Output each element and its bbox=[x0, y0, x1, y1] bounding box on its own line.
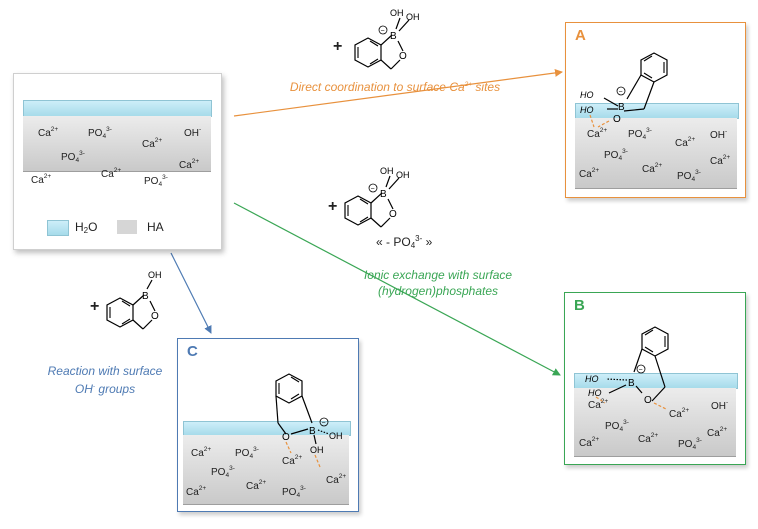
ca-ion: Ca2+ bbox=[179, 158, 200, 171]
direct-coordination-caption: Direct coordination to surface Ca2+ site… bbox=[289, 80, 501, 94]
ca-ion: Ca2+ bbox=[326, 473, 347, 486]
adsorbed-boronate-a: B O HO HO − bbox=[580, 52, 668, 128]
svg-text:O: O bbox=[151, 311, 159, 322]
svg-text:OH: OH bbox=[329, 431, 343, 441]
ca-ion: Ca2+ bbox=[142, 137, 163, 150]
ca-ion: Ca2+ bbox=[638, 432, 659, 445]
ca-ion: Ca2+ bbox=[282, 454, 303, 467]
product-box-a: A B O HO HO − Ca2+ PO43- OH- Ca2+ PO43- … bbox=[565, 22, 746, 198]
ca-ion: Ca2+ bbox=[191, 446, 212, 459]
ha-layer bbox=[575, 118, 737, 189]
ca-ion: Ca2+ bbox=[710, 154, 731, 167]
po4-ion: PO43- bbox=[144, 174, 168, 188]
box-b-label: B bbox=[574, 297, 585, 314]
po4-ion: PO43- bbox=[235, 446, 259, 460]
po4-ion: PO43- bbox=[605, 419, 629, 433]
phosphate-released-label: « - PO43- » bbox=[376, 234, 433, 250]
boronate-reagent-middle: B O OH OH − bbox=[344, 166, 410, 228]
plus-sign: + bbox=[328, 198, 338, 215]
svg-text:B: B bbox=[142, 291, 149, 302]
svg-text:B: B bbox=[618, 102, 625, 113]
svg-text:OH: OH bbox=[380, 166, 394, 176]
svg-text:HO: HO bbox=[588, 388, 602, 398]
ca-ion: Ca2+ bbox=[707, 426, 728, 439]
ca-ion: Ca2+ bbox=[669, 407, 690, 420]
svg-text:−: − bbox=[639, 367, 643, 374]
oh-ion: OH- bbox=[710, 128, 728, 141]
legend-ha-swatch bbox=[117, 220, 137, 234]
ca-ion: Ca2+ bbox=[246, 479, 267, 492]
adsorbed-boronate-b: B O HO HO − bbox=[585, 326, 669, 410]
po4-ion: PO43- bbox=[211, 465, 235, 479]
legend-water-label: H2O bbox=[75, 220, 98, 235]
ha-layer bbox=[183, 435, 349, 505]
svg-text:−: − bbox=[322, 420, 326, 427]
svg-text:O: O bbox=[282, 432, 290, 443]
svg-text:O: O bbox=[389, 209, 397, 220]
svg-text:B: B bbox=[390, 31, 397, 42]
direct-coordination-arrow bbox=[233, 68, 563, 117]
ionic-exchange-arrow bbox=[233, 202, 561, 376]
svg-text:−: − bbox=[381, 28, 385, 35]
benzoxaborole-reagent: B O OH bbox=[106, 270, 162, 330]
ca-ion: Ca2+ bbox=[579, 167, 600, 180]
oh-ion: OH- bbox=[711, 399, 729, 412]
po4-ion: PO43- bbox=[628, 127, 652, 141]
oh-ion: OH- bbox=[184, 126, 202, 139]
svg-text:OH: OH bbox=[148, 270, 162, 280]
po4-ion: PO43- bbox=[677, 169, 701, 183]
oh-reaction-caption: Reaction with surface OH- groups bbox=[47, 364, 163, 396]
svg-text:HO: HO bbox=[580, 90, 594, 100]
ionic-exchange-caption: Ionic exchange with surface (hydrogen)ph… bbox=[363, 268, 513, 298]
svg-text:OH: OH bbox=[406, 12, 420, 22]
box-c-label: C bbox=[187, 343, 198, 360]
po4-ion: PO43- bbox=[678, 437, 702, 451]
legend-ha-label: HA bbox=[147, 220, 164, 234]
plus-sign: + bbox=[90, 298, 100, 315]
box-a-label: A bbox=[575, 27, 586, 44]
plus-sign: + bbox=[333, 38, 343, 55]
oh-reaction-arrow bbox=[170, 252, 212, 334]
svg-text:OH: OH bbox=[310, 445, 324, 455]
po4-ion: PO43- bbox=[282, 485, 306, 499]
svg-text:O: O bbox=[613, 114, 621, 125]
po4-ion: PO43- bbox=[61, 150, 85, 164]
hydroxyapatite-surface-panel: Ca2+ PO43- OH- Ca2+ PO43- Ca2+ Ca2+ Ca2+… bbox=[13, 73, 222, 250]
svg-text:OH: OH bbox=[390, 8, 404, 18]
po4-ion: PO43- bbox=[88, 126, 112, 140]
ha-layer bbox=[574, 388, 736, 457]
ca-ion: Ca2+ bbox=[642, 162, 663, 175]
svg-text:B: B bbox=[628, 378, 635, 389]
po4-ion: PO43- bbox=[604, 148, 628, 162]
ca-ion: Ca2+ bbox=[38, 126, 59, 139]
water-layer bbox=[23, 100, 212, 117]
svg-text:O: O bbox=[399, 51, 407, 62]
svg-text:B: B bbox=[309, 426, 316, 437]
svg-text:−: − bbox=[371, 186, 375, 193]
product-box-c: C B O OH OH − Ca2+ PO43- Ca2+ PO43- Ca2 bbox=[177, 338, 359, 512]
adsorbed-boronate-c: B O OH OH − bbox=[275, 373, 343, 468]
ca-ion: Ca2+ bbox=[579, 436, 600, 449]
svg-text:−: − bbox=[619, 89, 623, 96]
svg-text:O: O bbox=[644, 395, 652, 406]
svg-text:OH: OH bbox=[396, 170, 410, 180]
legend-water-swatch bbox=[47, 220, 69, 236]
ca-ion: Ca2+ bbox=[587, 127, 608, 140]
product-box-b: B B O HO HO − Ca2+ Ca2+ OH- PO43- Ca2+ bbox=[564, 292, 746, 465]
ca-ion: Ca2+ bbox=[675, 136, 696, 149]
ca-ion: Ca2+ bbox=[588, 398, 609, 411]
ca-ion: Ca2+ bbox=[31, 173, 52, 186]
ha-layer bbox=[23, 116, 211, 172]
ca-ion: Ca2+ bbox=[101, 167, 122, 180]
svg-text:HO: HO bbox=[585, 374, 599, 384]
svg-text:B: B bbox=[380, 189, 387, 200]
svg-text:HO: HO bbox=[580, 105, 594, 115]
ca-ion: Ca2+ bbox=[186, 485, 207, 498]
boronate-reagent-top: B O OH OH − bbox=[354, 8, 420, 70]
